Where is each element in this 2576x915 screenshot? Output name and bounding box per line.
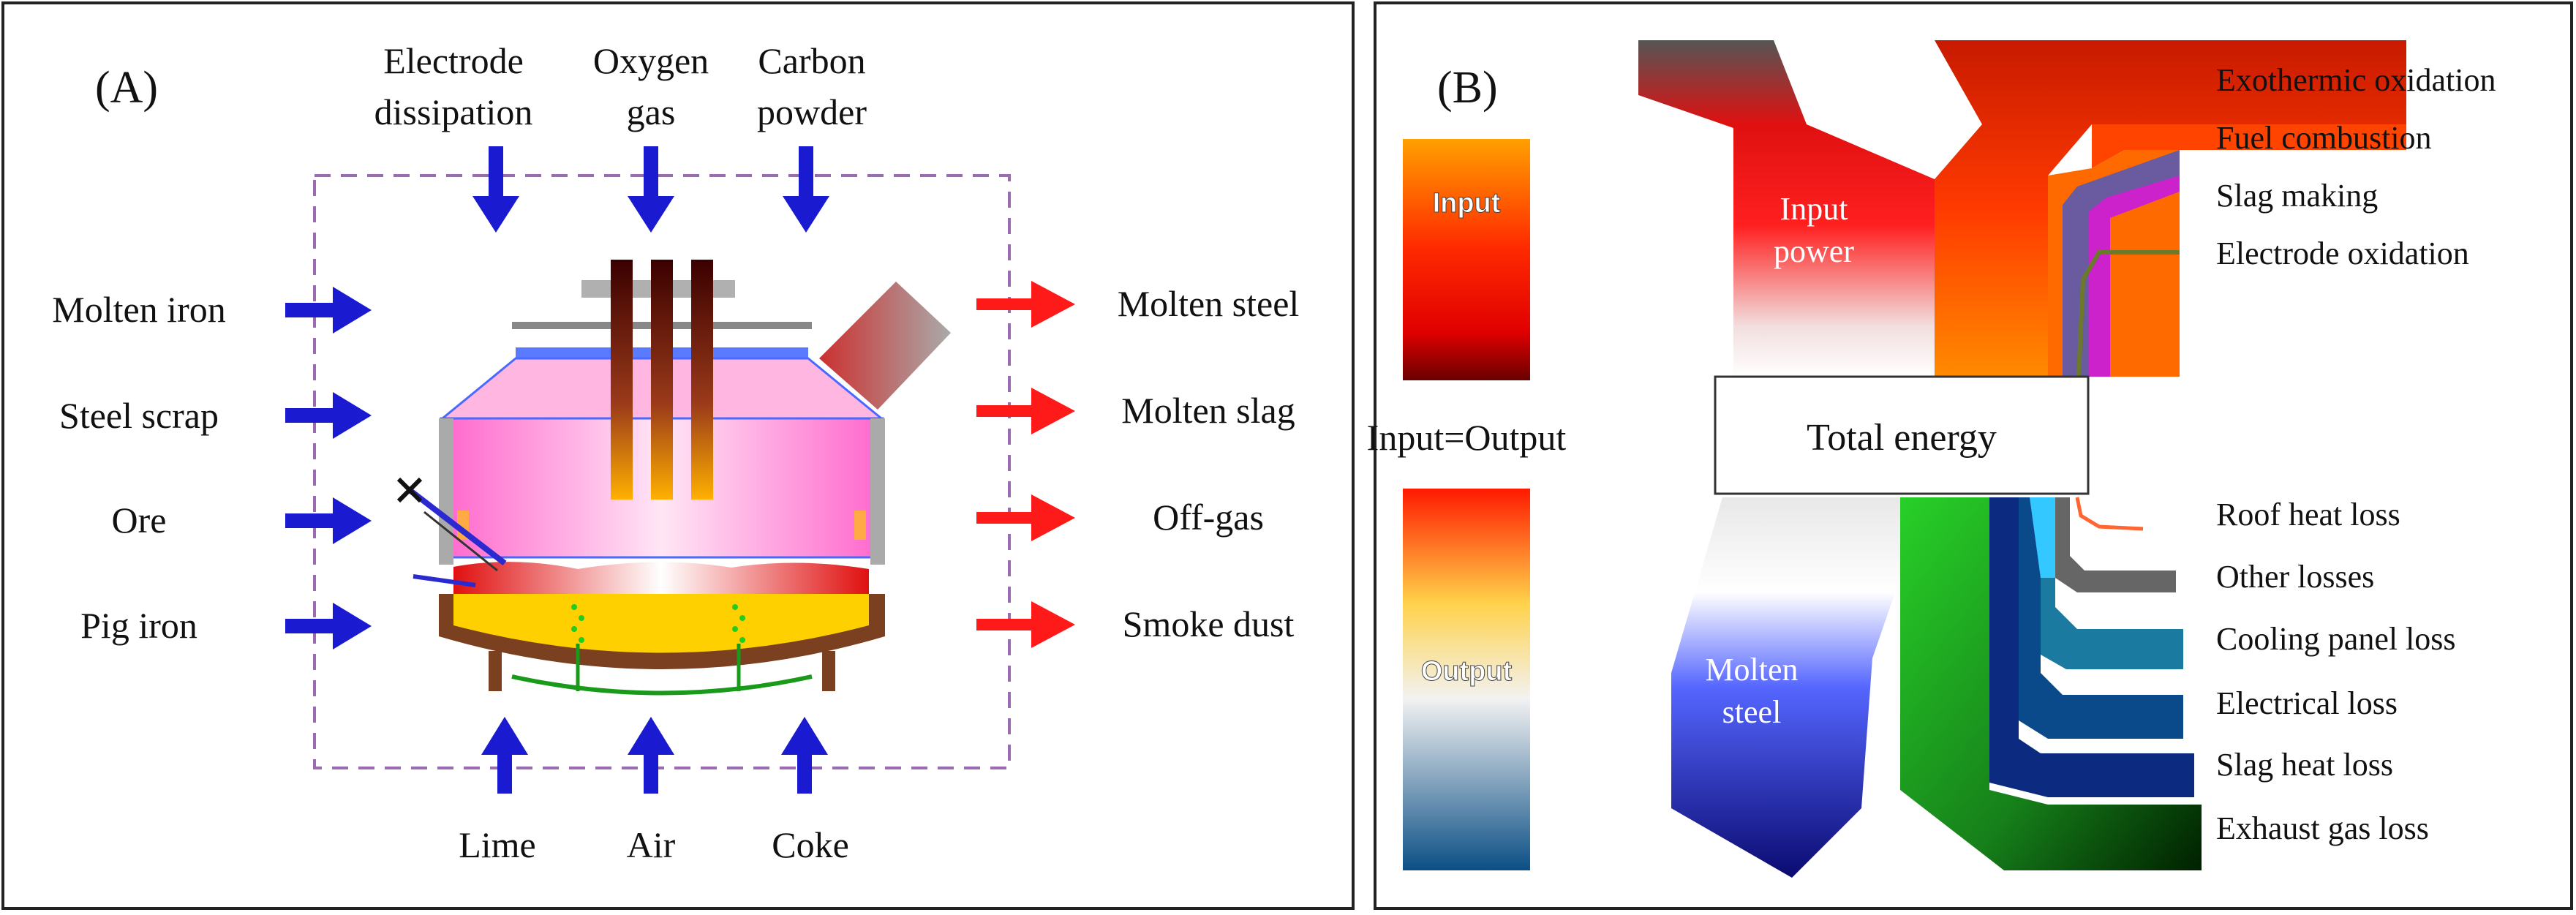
electrode-dissipation-line1: Electrode — [383, 40, 524, 81]
arrow-right-icon — [285, 497, 372, 544]
right-output-arrows — [976, 281, 1075, 648]
exhaust-gas-loss-label: Exhaust gas loss — [2216, 810, 2429, 846]
slag-heat-loss-label: Slag heat loss — [2216, 747, 2393, 783]
carbon-powder-line1: Carbon — [758, 40, 865, 81]
ore-label: Ore — [112, 500, 167, 541]
arrow-right-icon — [976, 494, 1075, 541]
molten-steel-output: Molten steel — [1118, 283, 1300, 324]
slag-heat-loss-band — [1989, 497, 2194, 797]
arrow-right-icon — [285, 287, 372, 334]
arrow-down-icon — [472, 146, 519, 233]
molten-steel-line2: steel — [1722, 694, 1782, 730]
panel-b-letter: (B) — [1437, 63, 1498, 113]
electric-arc-furnace-illustration — [396, 260, 951, 696]
electrode-dissipation-line2: dissipation — [374, 91, 533, 132]
air-label: Air — [627, 824, 676, 865]
burner — [413, 574, 476, 587]
legend-output-text: Output — [1421, 656, 1513, 687]
input-power-line1: Input — [1780, 191, 1848, 227]
left-input-arrows — [285, 287, 372, 649]
molten-iron-label: Molten iron — [52, 289, 225, 330]
legend-input-bar — [1403, 139, 1530, 380]
wall-brick — [854, 511, 866, 540]
bubbles — [571, 604, 745, 643]
legend-equal-label: Input=Output — [1367, 417, 1567, 458]
off-gas-output: Off-gas — [1153, 497, 1264, 538]
arrow-right-icon — [976, 281, 1075, 328]
arrow-up-icon — [781, 717, 828, 794]
molten-bath — [441, 594, 883, 658]
furnace-leg — [822, 651, 835, 691]
electrode — [611, 260, 633, 500]
coke-label: Coke — [772, 824, 849, 865]
carbon-lance — [423, 511, 498, 572]
oxygen-gas-line2: gas — [627, 91, 676, 132]
oxygen-lance — [407, 487, 507, 566]
pig-iron-label: Pig iron — [80, 605, 197, 646]
arrow-right-icon — [285, 392, 372, 439]
molten-slag-output: Molten slag — [1121, 390, 1295, 431]
charging-chute — [819, 282, 951, 410]
legend-input-text: Input — [1433, 188, 1501, 219]
furnace-wall-right — [870, 418, 885, 565]
top-input-labels: Electrode dissipation Oxygen gas Carbon … — [374, 40, 867, 132]
steel-scrap-label: Steel scrap — [59, 395, 219, 436]
panel-a-letter: (A) — [95, 63, 158, 113]
top-right-labels: Exothermic oxidation Fuel combustion Sla… — [2216, 62, 2496, 271]
arrow-right-icon — [976, 601, 1075, 648]
bottom-inputs: Lime Air Coke — [459, 824, 849, 865]
roof-heat-loss-label: Roof heat loss — [2216, 497, 2400, 532]
slag-making-band — [2063, 150, 2180, 377]
right-outputs: Molten steel Molten slag Off-gas Smoke d… — [1118, 283, 1300, 644]
carbon-powder-line2: powder — [757, 91, 867, 132]
total-energy-box — [1714, 375, 2090, 495]
input-power-band — [1638, 40, 1935, 377]
bottom-right-labels: Roof heat loss Other losses Cooling pane… — [2216, 497, 2456, 846]
top-input-arrows — [472, 146, 829, 233]
furnace-hearth — [439, 594, 885, 669]
arrow-down-icon — [783, 146, 829, 233]
bottom-input-arrows — [481, 717, 828, 794]
slag-making-purple — [2088, 176, 2180, 377]
arrow-up-icon — [481, 717, 528, 794]
electrical-loss-label: Electrical loss — [2216, 685, 2398, 721]
roof-heat-loss-band — [2075, 497, 2144, 531]
other-losses-band — [2055, 497, 2176, 592]
oxygen-gas-line1: Oxygen — [593, 40, 709, 81]
arrow-right-icon — [976, 388, 1075, 434]
cyan-band — [2030, 497, 2055, 578]
input-power-line2: power — [1774, 233, 1854, 269]
arrow-up-icon — [628, 717, 674, 794]
arrow-right-icon — [285, 603, 372, 649]
cross-icon — [396, 477, 423, 503]
electrode-oxidation-band — [2076, 250, 2180, 377]
exhaust-gas-band — [1900, 497, 2202, 870]
furnace-leg — [489, 651, 502, 691]
molten-metal — [453, 562, 869, 594]
other-losses-label: Other losses — [2216, 559, 2374, 595]
left-inputs: Molten iron Steel scrap Ore Pig iron — [52, 289, 225, 646]
cooling-panel-loss-label: Cooling panel loss — [2216, 621, 2456, 657]
fuel-combustion-label: Fuel combustion — [2216, 120, 2432, 156]
arrow-down-icon — [628, 146, 674, 233]
furnace-wall-left — [439, 418, 453, 565]
air-line — [511, 674, 813, 696]
slag-making-label: Slag making — [2216, 178, 2378, 214]
lime-label: Lime — [459, 824, 536, 865]
fuel-combustion-band — [2092, 124, 2406, 168]
total-energy-label: Total energy — [1807, 417, 1997, 459]
electrode-oxidation-label: Electrode oxidation — [2216, 236, 2469, 271]
exothermic-oxidation-label: Exothermic oxidation — [2216, 62, 2496, 98]
system-boundary — [313, 174, 1011, 769]
electrode — [691, 260, 713, 500]
smoke-dust-output: Smoke dust — [1123, 603, 1295, 644]
molten-steel-band — [1671, 497, 1900, 878]
electrode — [651, 260, 673, 500]
legend-output-bar — [1403, 489, 1530, 870]
molten-steel-line1: Molten — [1705, 652, 1798, 688]
